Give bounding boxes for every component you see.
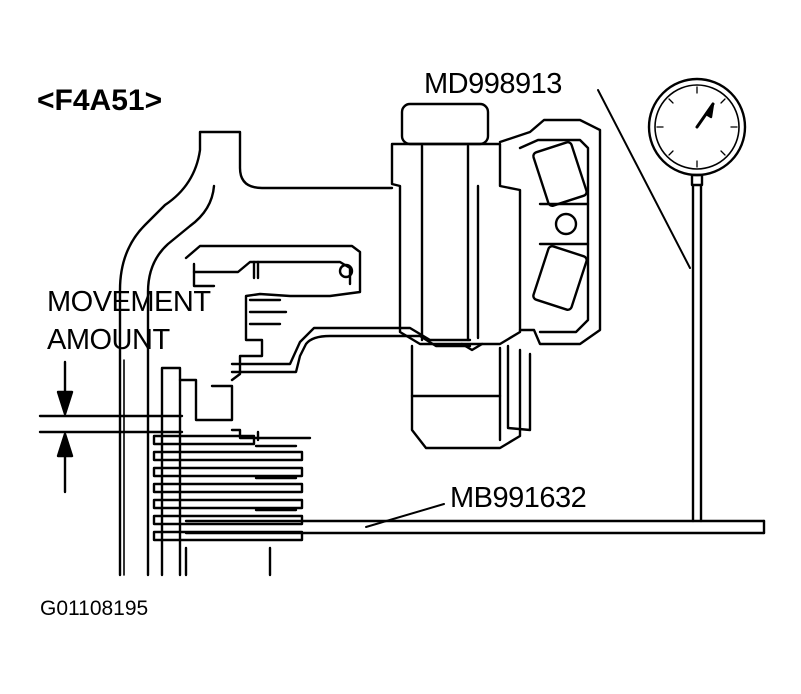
- housing-step-left: [160, 366, 182, 577]
- figure-id: G01108195: [40, 597, 149, 620]
- housing-inner-wall: [146, 184, 216, 577]
- dial-ticks: [656, 86, 738, 168]
- variant-label: <F4A51>: [37, 84, 163, 117]
- bearing-retainer: [538, 202, 590, 246]
- piston-pin: [252, 260, 260, 280]
- tool-cap: [400, 102, 490, 146]
- bearing-lower: [532, 245, 588, 311]
- bearing-arm-inner: [518, 138, 590, 334]
- housing-step-right: [178, 378, 234, 422]
- bearing-pin: [554, 212, 578, 236]
- leader-md998913: [597, 89, 691, 269]
- piston-lip: [192, 262, 216, 288]
- clutch-hub: [230, 428, 312, 440]
- bearing-arm: [498, 118, 602, 346]
- leader-mb991632: [365, 503, 445, 528]
- bearing-upper: [532, 141, 588, 207]
- movement-label-line1: MOVEMENT: [47, 286, 211, 318]
- tool-label-md998913: MD998913: [424, 68, 562, 100]
- tool-notch: [460, 342, 484, 352]
- piston-inner: [192, 260, 352, 286]
- clutch-plates: [152, 434, 304, 542]
- tool-label-mb991632: MB991632: [450, 482, 587, 514]
- transmission-housing-outline: [118, 130, 394, 577]
- tool-body-outline: [390, 142, 522, 346]
- movement-label-line2: AMOUNT: [47, 324, 170, 356]
- tool-lower-right: [498, 344, 532, 442]
- snap-ring-left: [248, 298, 288, 326]
- link-bar: [230, 334, 472, 374]
- link-bar-inner: [230, 326, 472, 366]
- plate-ends: [254, 430, 298, 512]
- piston-outline: [184, 244, 362, 382]
- tool-lower-body: [410, 344, 522, 450]
- gauge-stem-neck: [690, 173, 704, 187]
- dial-needle-tip: [704, 102, 715, 119]
- piston-detail: [338, 263, 354, 279]
